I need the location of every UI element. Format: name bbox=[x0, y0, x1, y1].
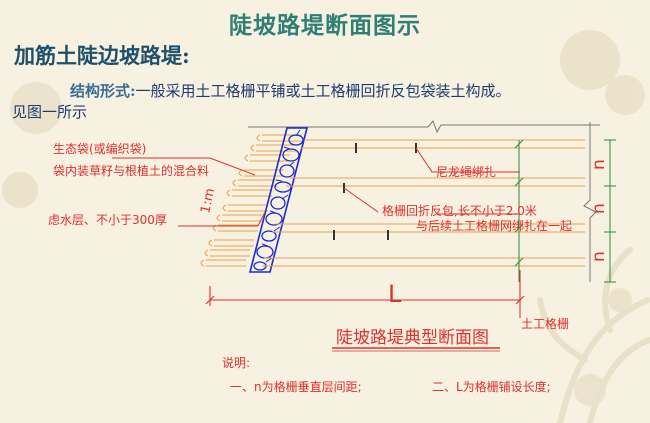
filter-layer-label: 虑水层、不小于300厚 bbox=[48, 213, 167, 227]
geogrid-layers bbox=[262, 139, 585, 267]
length-label: L bbox=[388, 280, 402, 308]
figure-caption: 陡坡路堤典型断面图 bbox=[336, 328, 489, 348]
section-subtitle: 加筋土陡边坡路堤: bbox=[14, 43, 190, 68]
see-figure-text: 见图一所示 bbox=[12, 103, 88, 121]
structure-label: 结构形式: bbox=[70, 82, 136, 100]
note-one: 一、n为格栅垂直层间距; bbox=[230, 379, 362, 394]
wrap-note-line-1: 格栅回折反包,长不小于2.0米 bbox=[382, 203, 537, 218]
bag-fill-label: 袋内装草籽与根植土的混合料 bbox=[53, 163, 209, 178]
annotation-leaders bbox=[112, 147, 520, 227]
filter-layer bbox=[248, 127, 309, 273]
length-dimension bbox=[205, 270, 525, 306]
layer-spacing-n: n bbox=[589, 251, 609, 262]
caption-underline bbox=[332, 347, 500, 352]
structure-description: 结构形式:一般采用土工格栅平铺或土工格栅回折反包袋装土构成。 bbox=[70, 80, 511, 101]
binding-ties bbox=[333, 143, 417, 240]
layer-spacing-n: n bbox=[589, 159, 609, 170]
ground-line bbox=[248, 120, 600, 134]
eco-bag-stack bbox=[200, 134, 302, 267]
structure-text: 一般采用土工格栅平铺或土工格栅回折反包袋装土构成。 bbox=[135, 82, 511, 100]
layer-spacing-n: n bbox=[589, 203, 609, 214]
vertical-dimension bbox=[514, 139, 616, 283]
notes-title: 说明: bbox=[222, 355, 250, 370]
slope-ratio-label: 1:m bbox=[198, 187, 218, 215]
eco-bag-label: 生态袋(或编织袋) bbox=[53, 141, 146, 156]
page-title: 陡坡路堤断面图示 bbox=[229, 12, 421, 39]
nylon-rope-label: 尼龙绳绑扎 bbox=[436, 165, 496, 179]
layer-spacing-labels: n n n bbox=[589, 159, 609, 262]
note-two: 二、L为格栅铺设长度; bbox=[432, 379, 551, 394]
geogrid-label: 土工格栅 bbox=[521, 316, 569, 331]
right-boundary bbox=[583, 122, 597, 282]
wrap-note-line-2: 与后续土工格栅网绑扎在一起 bbox=[416, 218, 572, 233]
